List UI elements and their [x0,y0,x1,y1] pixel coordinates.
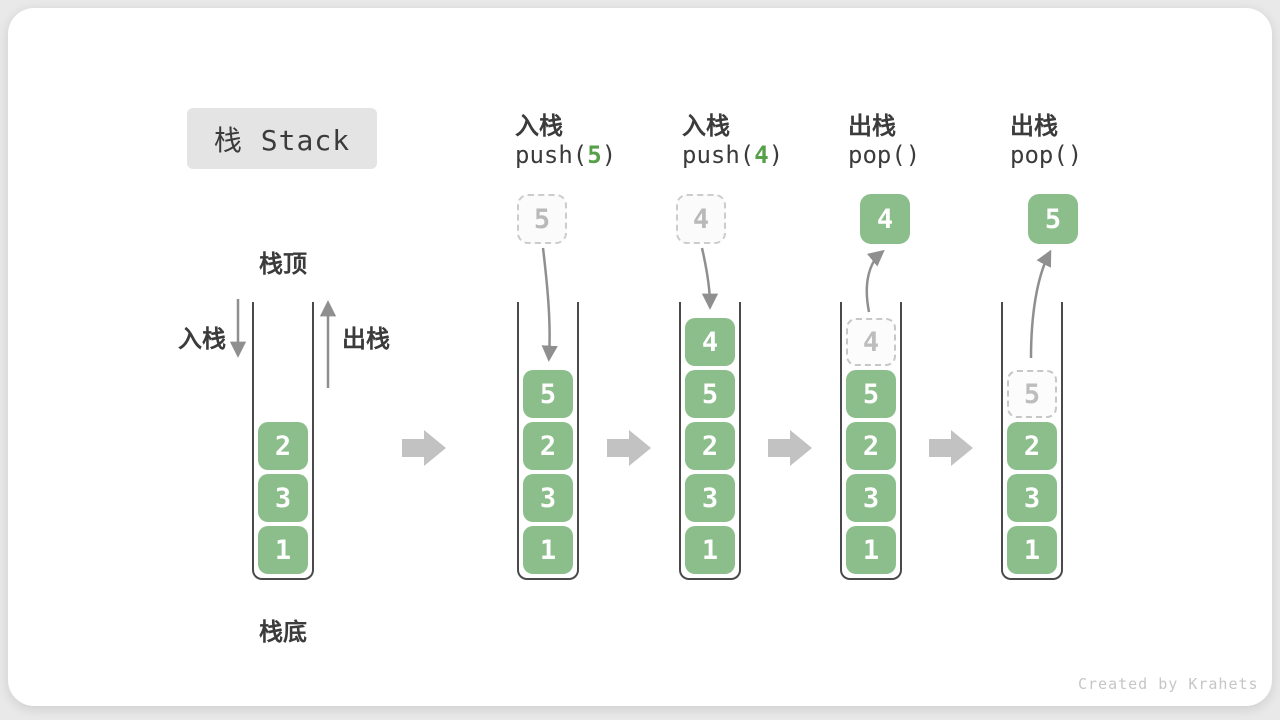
stack-container-after-pop1: 4 5 2 3 1 [840,302,902,580]
stack-item-ghost: 4 [846,318,896,366]
stack-item: 1 [846,526,896,574]
stack-item: 2 [846,422,896,470]
diagram-title: 栈 Stack [187,108,377,169]
op-code-post: ) [905,141,921,169]
op-name-pop2: 出栈 [1010,113,1058,140]
push4-arrow-icon [700,247,719,310]
stack-item: 1 [685,526,735,574]
stack-item: 4 [685,318,735,366]
stack-item: 2 [523,422,573,470]
op-code-pop2: pop() [1010,141,1082,169]
stack-container-after-push5: 5 2 3 1 [517,302,579,580]
op-code-push5: push(5) [515,141,616,169]
stack-item: 3 [1007,474,1057,522]
op-code-post: ) [768,141,784,169]
stack-item: 5 [685,370,735,418]
op-code-post: ) [601,141,617,169]
op-code-post: ) [1067,141,1083,169]
op-name-push5: 入栈 [515,113,563,140]
stack-item: 3 [258,474,308,522]
op-code-arg: 4 [754,141,769,169]
stack-item: 1 [258,526,308,574]
stack-item: 1 [523,526,573,574]
stack-container-after-pop2: 5 2 3 1 [1001,302,1063,580]
floating-popped-value: 5 [1028,194,1078,244]
floating-popped-value: 4 [860,194,910,244]
stack-item: 5 [846,370,896,418]
stack-item: 3 [523,474,573,522]
stack-item: 2 [1007,422,1057,470]
stack-item: 3 [846,474,896,522]
floating-push-value: 5 [517,194,567,244]
pop-side-label: 出栈 [342,326,390,353]
stack-bottom-label: 栈底 [259,619,307,646]
op-code-pre: push( [682,141,755,169]
stack-item: 3 [685,474,735,522]
stack-container-initial: 2 3 1 [252,302,314,580]
stack-item: 2 [685,422,735,470]
stack-item: 5 [523,370,573,418]
stack-item-ghost: 5 [1007,370,1057,418]
op-code-push4: push(4) [682,141,783,169]
push-side-label: 入栈 [178,326,226,353]
op-code-pre: push( [515,141,588,169]
stack-top-label: 栈顶 [259,251,307,278]
op-code-pre: pop( [848,141,906,169]
stack-container-after-push4: 4 5 2 3 1 [679,302,741,580]
op-code-pop1: pop() [848,141,920,169]
stack-item: 1 [1007,526,1057,574]
op-code-pre: pop( [1010,141,1068,169]
op-code-arg: 5 [587,141,602,169]
credit-text: Created by Krahets [1078,675,1259,693]
op-name-push4: 入栈 [682,113,730,140]
floating-push-value: 4 [676,194,726,244]
op-name-pop1: 出栈 [848,113,896,140]
stack-item: 2 [258,422,308,470]
